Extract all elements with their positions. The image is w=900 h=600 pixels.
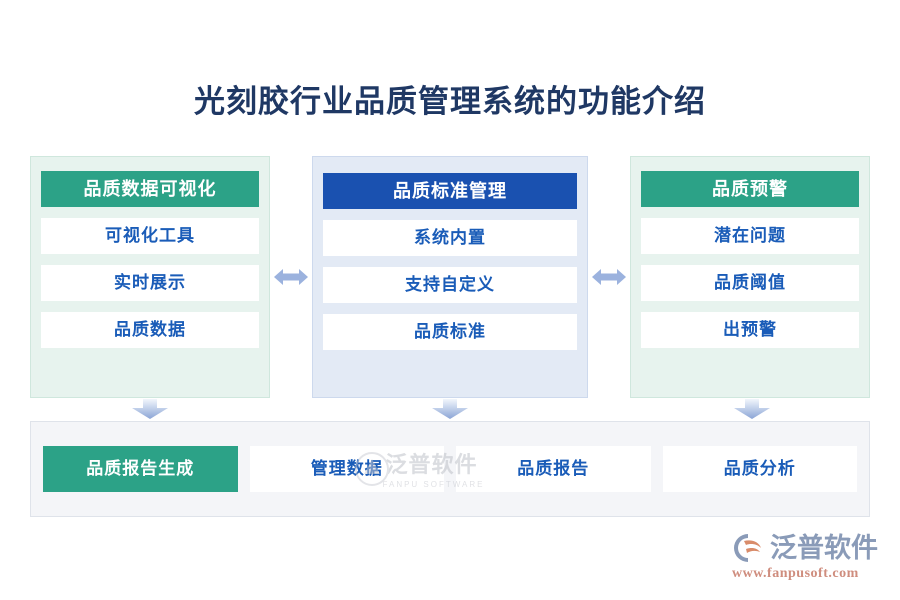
arrow-down-icon-left — [131, 399, 169, 419]
card-item-visualization-2[interactable]: 品质数据 — [41, 312, 259, 348]
double-arrow-horizontal-icon — [592, 266, 626, 288]
brand-logo-top: 泛普软件 — [730, 531, 878, 565]
card-item-visualization-0[interactable]: 可视化工具 — [41, 218, 259, 254]
card-item-visualization-1[interactable]: 实时展示 — [41, 265, 259, 301]
card-header-alert: 品质预警 — [641, 171, 859, 207]
brand-logo: 泛普软件 www.fanpusoft.com — [730, 531, 878, 582]
bottom-bar: 品质报告生成 管理数据 品质报告 品质分析 — [30, 421, 870, 517]
brand-logo-url: www.fanpusoft.com — [732, 566, 859, 581]
card-item-standard-0[interactable]: 系统内置 — [323, 220, 577, 256]
bottom-item-quality-report[interactable]: 品质报告 — [456, 446, 651, 492]
card-item-alert-2[interactable]: 出预警 — [641, 312, 859, 348]
card-item-standard-1[interactable]: 支持自定义 — [323, 267, 577, 303]
card-item-standard-2[interactable]: 品质标准 — [323, 314, 577, 350]
arrow-down-icon-right — [733, 399, 771, 419]
fanpu-logo-icon — [734, 534, 761, 562]
bottom-item-quality-analysis[interactable]: 品质分析 — [662, 446, 857, 492]
columns-row: 品质数据可视化 可视化工具 实时展示 品质数据 品质标准管理 系统内置 支持自定… — [30, 156, 870, 398]
brand-logo-text: 泛普软件 — [770, 533, 878, 563]
connector-right — [589, 156, 629, 398]
page-title: 光刻胶行业品质管理系统的功能介绍 — [194, 84, 706, 119]
double-arrow-horizontal-icon — [274, 266, 308, 288]
bottom-item-manage-data[interactable]: 管理数据 — [249, 446, 444, 492]
card-header-standard: 品质标准管理 — [323, 173, 577, 209]
down-arrows-row — [30, 399, 870, 419]
card-quality-data-visualization[interactable]: 品质数据可视化 可视化工具 实时展示 品质数据 — [30, 156, 270, 398]
connector-left — [271, 156, 311, 398]
card-item-alert-1[interactable]: 品质阈值 — [641, 265, 859, 301]
bottom-item-report-generation[interactable]: 品质报告生成 — [43, 446, 238, 492]
card-header-visualization: 品质数据可视化 — [41, 171, 259, 207]
card-item-alert-0[interactable]: 潜在问题 — [641, 218, 859, 254]
card-quality-alert[interactable]: 品质预警 潜在问题 品质阈值 出预警 — [630, 156, 870, 398]
card-quality-standard-management[interactable]: 品质标准管理 系统内置 支持自定义 品质标准 — [312, 156, 588, 398]
arrow-down-icon-center — [431, 399, 469, 419]
